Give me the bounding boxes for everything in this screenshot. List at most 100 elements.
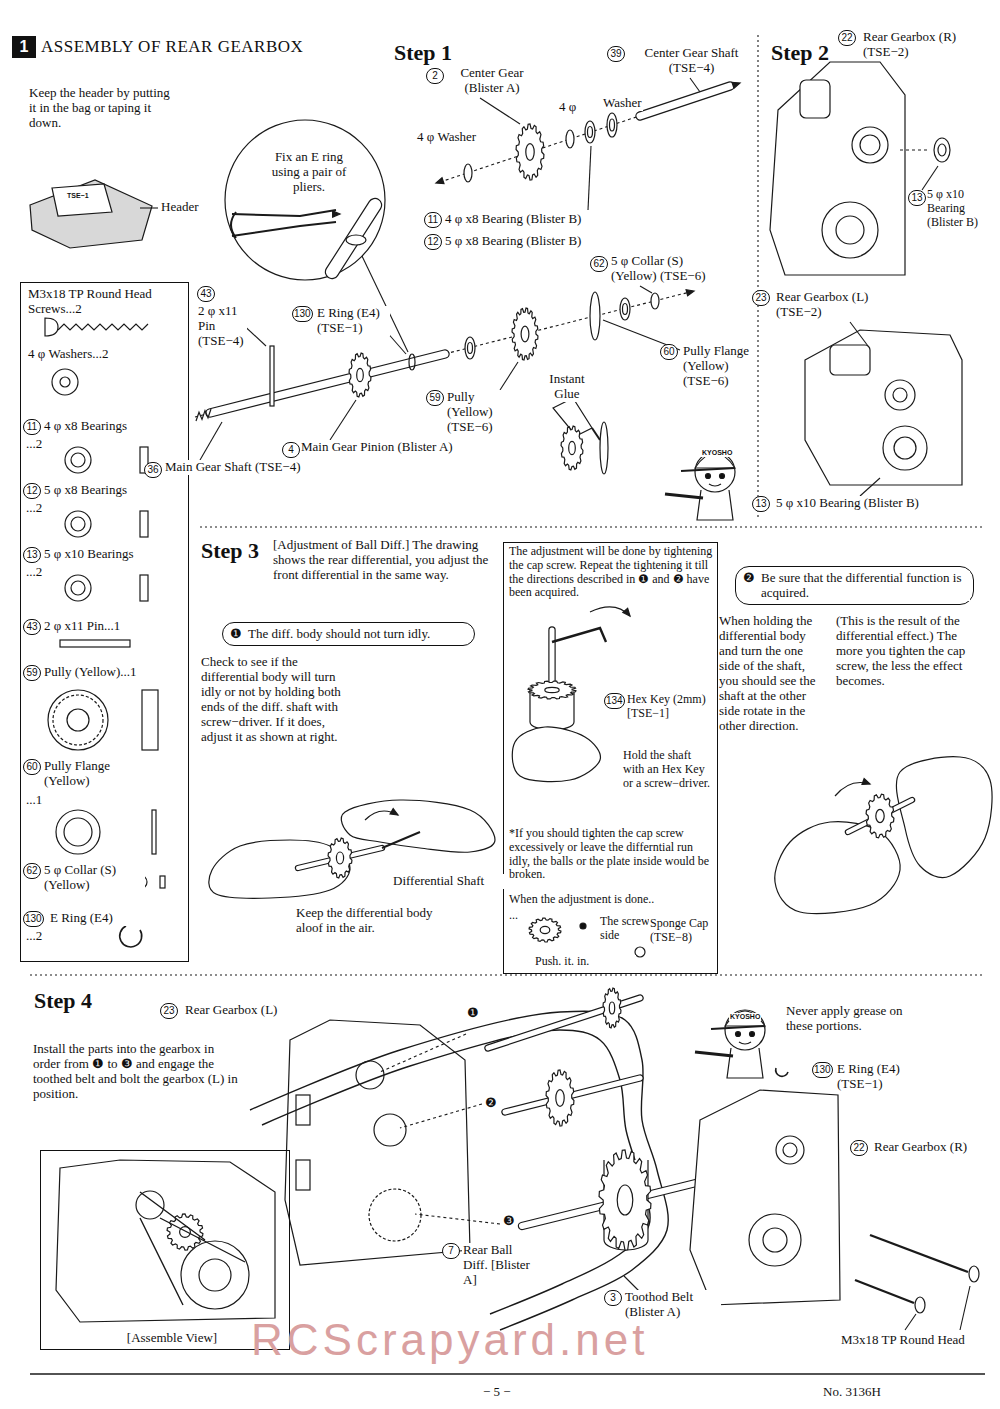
note-text: 2 φ x11 Pin (TSE−4) — [197, 304, 247, 349]
part-outline — [199, 1259, 231, 1291]
shaft — [505, 1078, 640, 1112]
part-outline — [296, 1160, 310, 1190]
note-text: ... — [508, 909, 519, 923]
note-text: ❶ — [229, 627, 243, 642]
arrow-head — [623, 608, 630, 616]
toothed-belt — [250, 1011, 668, 1330]
callout-number: 60 — [660, 344, 678, 360]
note-text: 4 φ Washer — [416, 130, 477, 145]
callout-number: 130 — [23, 911, 44, 927]
part-outline — [71, 517, 85, 531]
bearing — [620, 298, 630, 320]
bearing — [465, 337, 475, 359]
part-outline — [651, 293, 659, 309]
note-text: ❷ — [742, 571, 756, 586]
mascot-body — [727, 1048, 763, 1078]
bearing — [934, 138, 950, 162]
pliers — [232, 222, 336, 236]
gear-hub — [521, 326, 529, 342]
printed-mark: KYOSHO — [729, 1013, 761, 1021]
toothed-belt — [140, 1192, 245, 1305]
toothed-belt — [262, 1030, 650, 1314]
callout-number: 130 — [292, 306, 313, 322]
part-outline — [800, 80, 830, 118]
note-text: Rear Gearbox (R) (TSE−2) — [862, 30, 964, 60]
note-text: Fix an E ring using a pair of pliers. — [262, 150, 356, 195]
callout-number: 60 — [23, 759, 41, 775]
note-text: Toothod Belt (Blister A) — [624, 1290, 721, 1320]
leader-line — [200, 422, 222, 460]
note-text: Washer — [602, 96, 643, 111]
mascot-cap — [725, 1011, 765, 1026]
leader-line — [140, 207, 158, 208]
part-outline — [65, 575, 91, 601]
mascot-arm — [665, 494, 703, 498]
gear-hub — [556, 1090, 564, 1107]
note-text: ...2 — [25, 565, 43, 580]
callout-number: 62 — [590, 256, 608, 272]
part-outline — [860, 135, 880, 155]
part-outline — [60, 377, 70, 387]
callout-number: 11 — [424, 212, 442, 228]
note-text: Keep the differential body aloof in the … — [295, 906, 457, 936]
screwdriver — [382, 832, 420, 848]
leader-line — [588, 146, 591, 210]
note-box: M3x18 TP Round Head Screws...24 φ Washer… — [20, 282, 189, 962]
part-outline — [600, 422, 608, 474]
shaft — [332, 205, 375, 272]
leader-line — [960, 1286, 970, 1330]
step-heading: Step 3 — [200, 538, 260, 563]
callout-number: 13 — [23, 547, 41, 563]
part-outline — [52, 369, 78, 395]
callout-number: 39 — [607, 46, 625, 62]
part-outline — [369, 1189, 421, 1241]
part-outline — [566, 130, 574, 148]
callout-box: ❷Be sure that the differential function … — [735, 566, 974, 605]
line-art — [30, 35, 992, 1374]
housing-outline — [690, 1090, 840, 1305]
callout-number: 11 — [23, 419, 41, 435]
note-text: Pully Flange (Yellow) (TSE−6) — [682, 344, 756, 389]
note-text: Main Gear Shaft (TSE−4) — [164, 460, 336, 475]
part-outline — [822, 202, 878, 258]
arrow-head — [862, 779, 870, 785]
gear-outline — [516, 124, 544, 180]
note-text: 4 φ Washers...2 — [27, 347, 179, 362]
callout-number: 4 — [282, 442, 300, 458]
callout-number: 43 — [197, 286, 215, 302]
leader-line — [500, 362, 518, 390]
note-text: ...2 — [25, 437, 43, 452]
mascot-arm — [695, 1052, 733, 1056]
e-ring — [346, 235, 366, 245]
note-text: E Ring (E4) — [49, 911, 171, 926]
callout-number: 23 — [160, 1003, 178, 1019]
gear-outline — [349, 353, 371, 397]
part-outline — [64, 818, 92, 846]
shaft — [332, 205, 375, 272]
step-heading: Step 2 — [770, 40, 830, 65]
note-text: Rear Ball Diff. [Blister A] — [462, 1243, 534, 1288]
mascot-eye — [706, 474, 711, 479]
part-outline — [836, 216, 864, 244]
note-text: 5 φ x10 Bearing (Blister B) — [775, 496, 977, 511]
e-ring — [409, 354, 415, 370]
section-number: 1 — [12, 36, 36, 58]
shaft — [210, 354, 445, 413]
note-text: 1 — [12, 38, 36, 56]
part-outline — [763, 1228, 787, 1252]
axis-line — [900, 149, 930, 150]
note-text: Hold the shaft with an Hex Key or a scre… — [622, 749, 714, 790]
housing-outline — [285, 1020, 470, 1265]
leader-line — [480, 98, 520, 124]
callout-number: 2 — [426, 68, 444, 84]
callout-number: 43 — [23, 619, 41, 635]
hand-outline — [209, 840, 350, 898]
part-outline — [140, 511, 148, 537]
gear-outline — [546, 1070, 574, 1126]
note-text: Center Gear (Blister A) — [446, 66, 538, 96]
arrow-head — [732, 82, 740, 88]
part-outline — [67, 709, 89, 731]
part-outline — [883, 426, 927, 470]
section-title: ASSEMBLY OF REAR GEARBOX — [40, 37, 304, 57]
